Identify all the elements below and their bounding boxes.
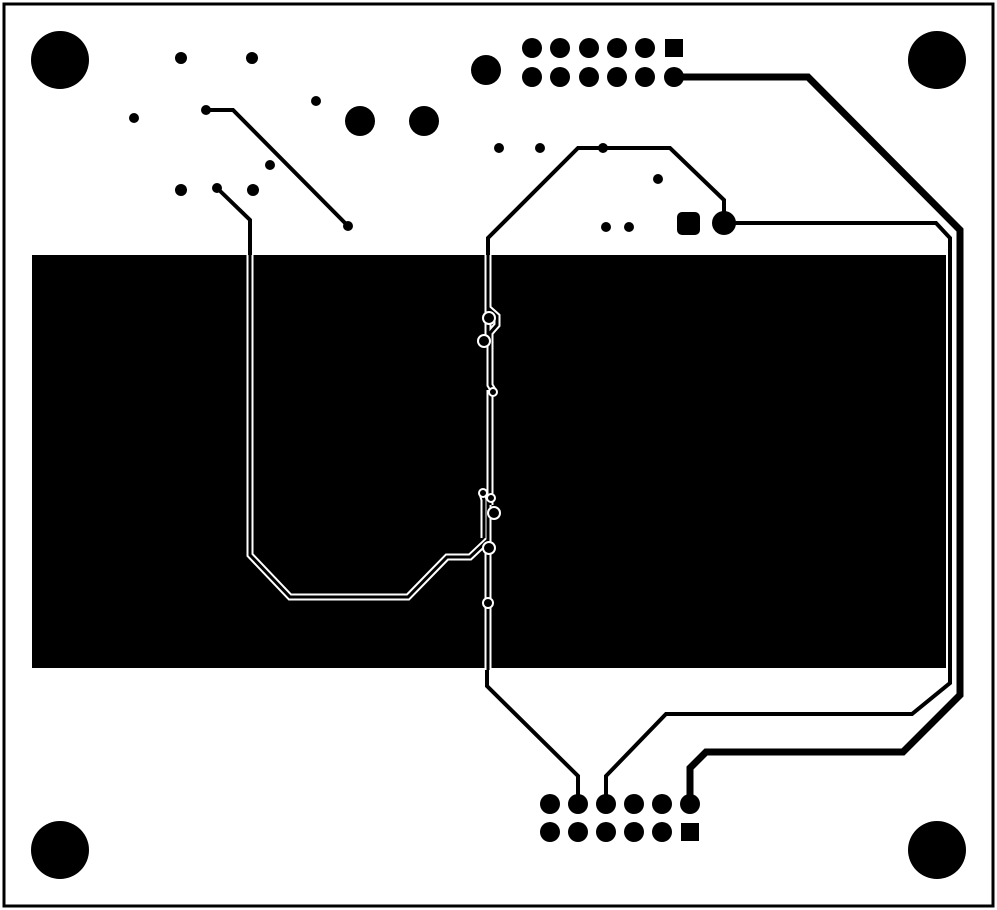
via <box>535 143 545 153</box>
pour-traces <box>246 255 501 670</box>
trace <box>206 108 350 228</box>
via <box>482 541 496 555</box>
header-pin <box>624 822 644 842</box>
traces <box>206 73 964 804</box>
via <box>486 493 496 503</box>
via <box>311 96 321 106</box>
via <box>129 113 139 123</box>
via <box>247 184 259 196</box>
via <box>598 143 608 153</box>
via <box>482 597 494 609</box>
header-pin <box>624 794 644 814</box>
pads <box>345 55 736 235</box>
trace <box>604 221 952 804</box>
header-pin <box>568 794 588 814</box>
trace <box>215 186 252 258</box>
via <box>265 160 275 170</box>
header-pin <box>568 822 588 842</box>
header-pin <box>596 822 616 842</box>
via <box>624 222 634 232</box>
via <box>246 52 258 64</box>
trace <box>486 146 603 258</box>
header-bottom <box>540 794 700 842</box>
via <box>653 174 663 184</box>
pad <box>345 106 375 136</box>
header-pin <box>607 38 627 58</box>
header-pin <box>596 794 616 814</box>
header-pin <box>522 38 542 58</box>
via <box>487 506 501 520</box>
via <box>478 488 488 498</box>
pad <box>471 55 501 85</box>
header-pin <box>607 67 627 87</box>
header-pin <box>652 822 672 842</box>
header-pin <box>540 794 560 814</box>
header-pin <box>680 794 700 814</box>
header-pin <box>579 67 599 87</box>
pad <box>409 106 439 136</box>
via <box>175 184 187 196</box>
mounting-hole <box>31 821 89 879</box>
via <box>494 143 504 153</box>
header-pin <box>635 38 655 58</box>
trace-power <box>674 73 964 804</box>
via <box>212 183 222 193</box>
header-top <box>522 38 684 87</box>
header-pin <box>664 67 684 87</box>
via <box>175 52 187 64</box>
header-pin <box>579 38 599 58</box>
via <box>343 221 353 231</box>
header-pin <box>550 38 570 58</box>
via <box>201 105 211 115</box>
header-pin-1 <box>665 39 683 57</box>
mounting-hole <box>31 31 89 89</box>
header-pin <box>522 67 542 87</box>
via <box>477 334 491 348</box>
mounting-hole <box>908 31 966 89</box>
trace <box>485 665 580 804</box>
header-pin <box>652 794 672 814</box>
via <box>482 311 496 325</box>
header-pin <box>540 822 560 842</box>
header-pin <box>550 67 570 87</box>
pad <box>712 211 736 235</box>
via <box>601 222 611 232</box>
header-pin <box>635 67 655 87</box>
mounting-holes <box>31 31 966 879</box>
mounting-hole <box>908 821 966 879</box>
vias <box>129 52 663 232</box>
via <box>488 387 498 397</box>
header-pin-1 <box>681 823 699 841</box>
pad-square <box>677 212 700 235</box>
